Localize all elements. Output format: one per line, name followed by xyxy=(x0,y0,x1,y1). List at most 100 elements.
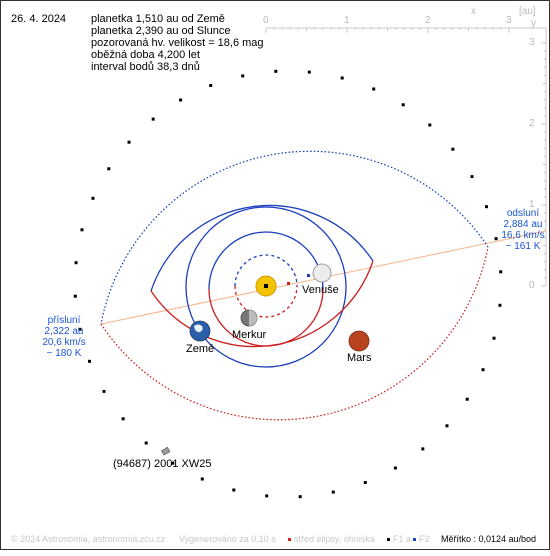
venus-disc xyxy=(312,263,332,283)
footer-legend-center: střed elipsy, ohniska xyxy=(294,534,375,544)
aphelion-label: odsluní 2,884 au 16,6 km/s ~ 161 K xyxy=(497,208,549,252)
orbit-point xyxy=(171,461,175,465)
perihelion-temperature: ~ 180 K xyxy=(46,348,82,359)
footer-legend-f2: F2 xyxy=(419,534,430,544)
orbit-point xyxy=(470,175,474,179)
orbit-point xyxy=(485,205,488,209)
orbit-point xyxy=(107,167,111,171)
orbit-point xyxy=(179,98,183,102)
footer-generated: Vygenerováno za 0,10 s xyxy=(179,534,276,544)
x-tick-0: 0 xyxy=(263,15,269,26)
orbit-point xyxy=(393,466,397,470)
x-tick-3: 3 xyxy=(506,15,512,26)
orbit-point xyxy=(499,270,503,274)
date-label: 26. 4. 2024 xyxy=(11,13,67,25)
venus-label: Venuše xyxy=(302,284,339,296)
orbit-point xyxy=(88,359,91,363)
mercury-orbit-south xyxy=(234,285,298,318)
orbit-point xyxy=(372,87,376,91)
planet-orbits xyxy=(150,204,374,368)
asteroid-icon xyxy=(160,446,171,456)
focus-f2-marker xyxy=(307,274,310,277)
y-axis-label: y xyxy=(531,18,536,29)
orbit-point xyxy=(102,389,106,393)
orbit-point xyxy=(465,397,469,401)
info-line-3: pozorovaná hv. velikost = 18,6 mag xyxy=(91,37,264,49)
orbit-point xyxy=(445,424,449,428)
perihelion-label: přísluní 2,322 au 20,6 km/s ~ 180 K xyxy=(39,315,89,359)
mars-orbit-north xyxy=(150,204,374,292)
perihelion-speed: 20,6 km/s xyxy=(42,337,86,348)
orbit-point xyxy=(340,76,344,80)
legend-center-marker xyxy=(288,538,291,541)
aphelion-distance: 2,884 au xyxy=(503,219,543,230)
mars-label: Mars xyxy=(347,352,372,364)
y-tick-1: 1 xyxy=(529,199,535,210)
orbit-point xyxy=(91,196,95,200)
venus xyxy=(312,263,332,283)
ellipse-center-marker xyxy=(287,282,290,285)
x-axis-label: x xyxy=(471,6,476,17)
orbit-point xyxy=(74,261,78,265)
mercury-lit-side xyxy=(249,310,257,326)
aphelion-speed: 16,6 km/s xyxy=(501,230,545,241)
aphelion-temperature: ~ 161 K xyxy=(505,241,541,252)
legend-f2-marker xyxy=(413,538,416,541)
orbit-point xyxy=(451,147,455,151)
earth-label: Země xyxy=(186,343,215,355)
orbit-point xyxy=(421,447,425,451)
axes xyxy=(265,27,547,287)
orbit-point xyxy=(73,294,77,298)
orbit-point xyxy=(307,70,311,74)
orbit-point xyxy=(363,481,367,484)
orbit-point xyxy=(298,495,302,499)
perihelion-distance: 2,322 au xyxy=(44,326,84,337)
orbit-point xyxy=(241,74,245,78)
orbit-point xyxy=(274,69,278,73)
footer-scale: Měřítko : 0,0124 au/bod xyxy=(441,534,537,544)
orbit-point xyxy=(428,123,432,127)
asteroid xyxy=(160,446,171,456)
venus-orbit-north xyxy=(208,231,324,290)
sun-focus-marker xyxy=(264,284,268,288)
orbit-point xyxy=(492,336,496,340)
aphelion-title: odsluní xyxy=(506,208,540,219)
earth-clouds xyxy=(194,324,203,333)
orbit-point xyxy=(80,228,84,232)
earth xyxy=(189,320,211,342)
legend-f1-marker xyxy=(387,538,390,541)
asteroid-label: (94687) 2001 XW25 xyxy=(113,458,212,470)
mercury-label: Merkur xyxy=(232,329,267,341)
mars xyxy=(348,330,370,352)
mercury-orbit-north xyxy=(234,254,298,287)
mercury xyxy=(240,309,258,327)
orbit-point xyxy=(200,477,204,481)
orbit-point xyxy=(265,494,269,498)
sun xyxy=(255,275,277,297)
y-axis-ticks xyxy=(541,42,546,287)
asteroid-orbit-north xyxy=(100,150,489,325)
info-line-1: planetka 1,510 au od Země xyxy=(91,13,225,25)
orbit-point xyxy=(401,103,405,107)
orbit-point xyxy=(232,488,236,492)
footer-copyright: © 2024 Astronomia, astronomia.zcu.cz xyxy=(11,534,166,544)
asteroid-orbit-points xyxy=(73,69,503,499)
orbit-point xyxy=(151,117,155,121)
orbit-point xyxy=(78,327,82,331)
footer-legend-f1: F1 a xyxy=(393,534,412,544)
orbit-point xyxy=(481,368,485,372)
unit-label: [au] xyxy=(519,6,536,17)
asteroid-orbit-south xyxy=(100,246,489,421)
orbit-point xyxy=(127,140,131,144)
y-tick-2: 2 xyxy=(529,118,535,129)
earth-orbit xyxy=(185,206,347,368)
info-line-4: oběžná doba 4,200 let xyxy=(91,49,200,61)
x-tick-1: 1 xyxy=(344,15,350,26)
mars-disc xyxy=(348,330,370,352)
x-tick-2: 2 xyxy=(425,15,431,26)
y-tick-0: 0 xyxy=(529,280,535,291)
perihelion-title: přísluní xyxy=(47,315,81,326)
info-line-5: interval bodů 38,3 dnů xyxy=(91,61,200,73)
